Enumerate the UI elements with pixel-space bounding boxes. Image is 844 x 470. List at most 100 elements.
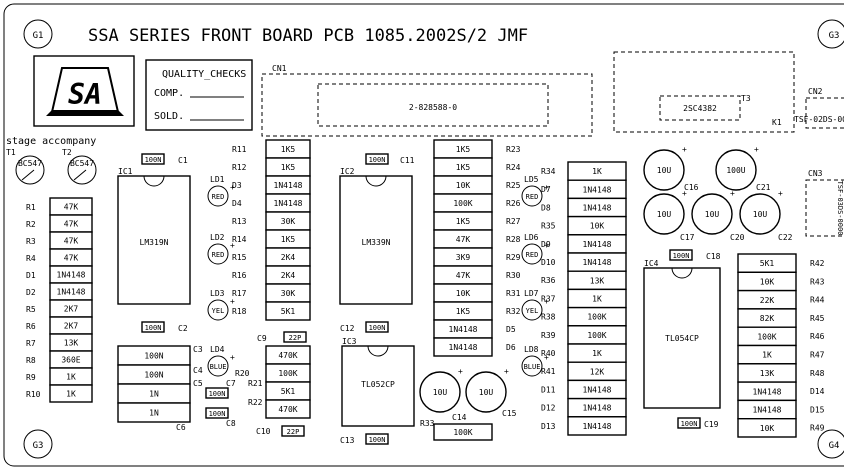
electrolytic-ref: C17 <box>680 233 695 242</box>
ic3-part: TL052CP <box>361 380 395 389</box>
component-c6: 1N <box>117 402 191 423</box>
component-r24-value: 1K5 <box>456 163 471 172</box>
component-r22-value: 5K1 <box>281 387 296 396</box>
component-r43: 10K <box>737 271 797 292</box>
component-c3: 100N <box>117 345 191 366</box>
component-d9: 1N4148 <box>567 234 627 254</box>
t2-part: BC547 <box>70 159 94 168</box>
ref-label: R35 <box>541 222 556 231</box>
ref-label: R3 <box>26 237 36 246</box>
led-ref: LD5 <box>524 175 539 184</box>
capacitor-value: 100N <box>369 436 386 444</box>
component-r32-value: 1K5 <box>456 307 471 316</box>
component-d15-value: 1N4148 <box>753 406 782 415</box>
component-r44-value: 22K <box>760 296 775 305</box>
ic3: TL052CP <box>341 345 415 427</box>
ref-label: R23 <box>506 145 521 154</box>
component-c6-value: 1N <box>149 409 159 418</box>
led-ref: LD3 <box>210 289 225 298</box>
capacitor-value: 100N <box>673 252 690 260</box>
component-d2: 1N4148 <box>49 282 93 301</box>
ic1-part: LM319N <box>140 238 169 247</box>
mounting-hole <box>817 19 844 49</box>
component-r36-value: 13K <box>590 276 605 285</box>
electrolytic-polarity: + <box>458 367 463 376</box>
ref-label: R6 <box>26 322 36 331</box>
ref-label: R45 <box>810 314 825 323</box>
cn3-ref: CN3 <box>808 169 823 178</box>
component-r34: 1K <box>567 161 627 181</box>
ref-label: R8 <box>26 356 36 365</box>
component-r7-value: 13K <box>64 339 79 348</box>
ref-label: D4 <box>232 199 242 208</box>
ref-label: R42 <box>810 259 825 268</box>
ref-label: C4 <box>193 366 203 375</box>
component-r5: 2K7 <box>49 299 93 318</box>
component-r20-value: 470K <box>278 351 297 360</box>
component-c3-value: 100N <box>144 352 163 361</box>
ref-label: R1 <box>26 203 36 212</box>
ref-label: R49 <box>810 424 825 433</box>
ref-label: R10 <box>26 390 41 399</box>
led-ref: LD4 <box>210 345 225 354</box>
ref-label: R12 <box>232 163 247 172</box>
ref-label: D15 <box>810 405 825 414</box>
component-r20: 470K <box>265 345 311 365</box>
component-r16: 2K4 <box>265 265 311 285</box>
electrolytic-c14: 10U+C14 <box>419 367 467 422</box>
component-r28: 47K <box>433 229 493 249</box>
component-r34-value: 1K <box>592 167 602 176</box>
ref-label: C9 <box>257 334 267 343</box>
electrolytic-c21: 100U+C21 <box>715 145 771 192</box>
ref-label: R32 <box>506 307 521 316</box>
t3-ref: T3 <box>741 94 751 103</box>
component-r47: 1K <box>737 344 797 365</box>
stage-accompany-logo: SA <box>33 55 135 127</box>
led-polarity: + <box>544 297 549 306</box>
component-r38-value: 100K <box>587 313 606 322</box>
ref-label: R48 <box>810 369 825 378</box>
component-r6: 2K7 <box>49 316 93 335</box>
component-d12: 1N4148 <box>567 397 627 418</box>
cn1-part: 2-828588-0 <box>409 103 457 112</box>
transistor-t1 <box>15 155 45 185</box>
t1-part: BC547 <box>18 159 42 168</box>
electrolytic-value: 10U <box>657 166 672 175</box>
capacitor-value: 100N <box>145 324 162 332</box>
electrolytic-value: 10U <box>479 388 494 397</box>
component-r26: 100K <box>433 193 493 213</box>
component-r38: 100K <box>567 306 627 327</box>
electrolytic-c17: 10U+C17 <box>643 189 695 242</box>
capacitor-ref: C18 <box>706 252 721 261</box>
ref-label: R17 <box>232 289 247 298</box>
ic4-ref: IC4 <box>644 259 659 268</box>
ref-label: C10 <box>256 427 271 436</box>
t2-ref: T2 <box>62 148 72 157</box>
electrolytic-polarity: + <box>682 145 687 154</box>
led-color: RED <box>212 251 225 259</box>
component-r44: 22K <box>737 289 797 310</box>
electrolytic-ref: C21 <box>756 183 771 192</box>
ref-label: D8 <box>541 203 551 212</box>
component-r29: 3K9 <box>433 247 493 267</box>
capacitor-value: 100N <box>681 420 698 428</box>
ref-label: R7 <box>26 339 36 348</box>
component-r45: 82K <box>737 308 797 328</box>
component-r27: 1K5 <box>433 211 493 231</box>
component-r17: 30K <box>265 283 311 303</box>
ref-label: R38 <box>541 313 556 322</box>
ref-label: R9 <box>26 373 36 382</box>
mounting-hole <box>23 429 53 459</box>
ref-label: D12 <box>541 404 556 413</box>
c10-value: 22P <box>287 428 300 436</box>
component-r39-value: 100K <box>587 331 606 340</box>
component-r33-value: 100K <box>453 428 472 437</box>
component-r22b-value: 470K <box>278 405 297 414</box>
ref-label: R2 <box>26 220 36 229</box>
